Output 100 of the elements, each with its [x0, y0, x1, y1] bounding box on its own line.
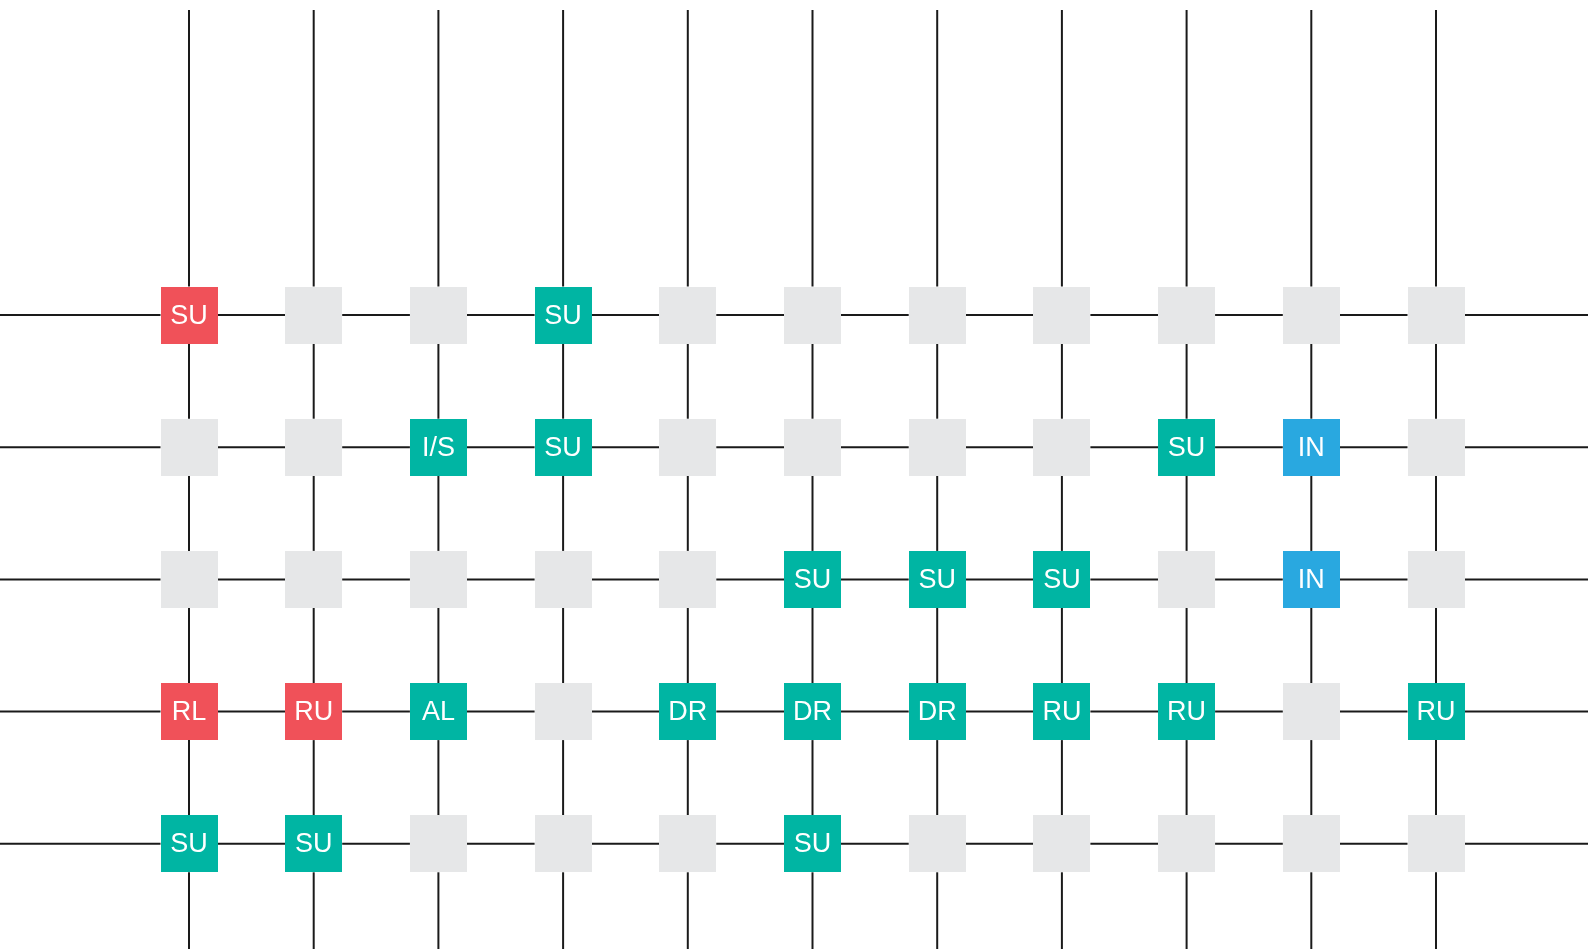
empty-tile [1407, 550, 1465, 608]
grid-line [437, 739, 440, 817]
label-tile: RU [285, 683, 343, 741]
grid-line [437, 606, 440, 685]
label-tile: SU [534, 286, 592, 344]
grid-line [715, 446, 785, 449]
label-tile: SU [1158, 418, 1216, 476]
grid-line [1060, 342, 1063, 420]
grid-line [686, 871, 689, 949]
grid-line [312, 342, 315, 420]
grid-line [1089, 446, 1160, 449]
empty-tile [1282, 286, 1340, 344]
grid-line [216, 842, 287, 845]
grid-line [715, 578, 785, 581]
grid-line [811, 342, 814, 420]
empty-tile [1282, 683, 1340, 741]
empty-tile [534, 683, 592, 741]
grid-line [465, 842, 536, 845]
label-tile: RL [160, 683, 218, 741]
grid-line [0, 710, 162, 713]
empty-tile [1033, 418, 1091, 476]
empty-tile [1158, 815, 1216, 873]
grid-line [0, 842, 162, 845]
grid-line [686, 342, 689, 420]
grid-line [1089, 578, 1160, 581]
grid-line [562, 342, 565, 420]
grid-line [1435, 342, 1437, 420]
grid-line [964, 314, 1035, 316]
grid-line [1463, 314, 1588, 316]
grid-line [1089, 842, 1160, 845]
empty-tile [784, 418, 841, 476]
grid-line [811, 474, 814, 552]
empty-tile [534, 550, 592, 608]
grid-line [936, 871, 939, 949]
grid-line [1060, 474, 1063, 552]
grid-line [312, 474, 315, 552]
grid-line [1089, 710, 1160, 713]
grid-line [1338, 842, 1409, 845]
grid-line [590, 842, 661, 845]
empty-tile [285, 286, 343, 344]
grid-line [964, 446, 1035, 449]
grid-line [590, 578, 661, 581]
grid-line [341, 578, 411, 581]
grid-line [341, 710, 411, 713]
grid-line [216, 578, 287, 581]
grid-line [188, 606, 190, 685]
grid-line [811, 606, 814, 685]
grid-line [341, 314, 411, 316]
grid-line [1214, 314, 1284, 316]
empty-tile [784, 286, 841, 344]
grid-line [686, 739, 689, 817]
grid-line [341, 842, 411, 845]
grid-line [715, 710, 785, 713]
grid-line [1310, 606, 1313, 685]
empty-tile [534, 815, 592, 873]
grid-line [1214, 710, 1284, 713]
grid-line [590, 314, 661, 316]
label-tile: RU [1158, 683, 1216, 741]
grid-line [1338, 314, 1409, 316]
label-tile: SU [160, 815, 218, 873]
empty-tile [659, 418, 717, 476]
grid-line [1185, 606, 1188, 685]
grid-line [216, 314, 287, 316]
grid-line [216, 446, 287, 449]
grid-line [715, 314, 785, 316]
grid-line [936, 739, 939, 817]
grid-line [188, 9, 190, 288]
grid-line [1310, 9, 1313, 288]
grid-line [840, 710, 910, 713]
grid-line [437, 9, 440, 288]
grid-line [1463, 710, 1588, 713]
grid-line [216, 710, 287, 713]
label-tile: RU [1033, 683, 1091, 741]
grid-line [1338, 578, 1409, 581]
grid-line [1435, 871, 1437, 949]
label-tile: SU [534, 418, 592, 476]
grid-line [312, 739, 315, 817]
label-tile: SU [784, 550, 841, 608]
grid-line [312, 9, 315, 288]
grid-line [465, 314, 536, 316]
grid-line [1060, 606, 1063, 685]
empty-tile [1033, 815, 1091, 873]
grid-line [811, 9, 814, 288]
label-tile: I/S [409, 418, 467, 476]
grid-line [1089, 314, 1160, 316]
grid-line [686, 474, 689, 552]
empty-tile [160, 550, 218, 608]
grid-line [0, 314, 162, 316]
grid-line [0, 446, 162, 449]
grid-line [964, 578, 1035, 581]
empty-tile [1407, 286, 1465, 344]
grid-line [562, 739, 565, 817]
grid-line [811, 739, 814, 817]
grid-line [1463, 578, 1588, 581]
empty-tile [409, 815, 467, 873]
label-tile: IN [1282, 550, 1340, 608]
empty-tile [1282, 815, 1340, 873]
grid-line [188, 474, 190, 552]
grid-line [562, 871, 565, 949]
empty-tile [409, 286, 467, 344]
